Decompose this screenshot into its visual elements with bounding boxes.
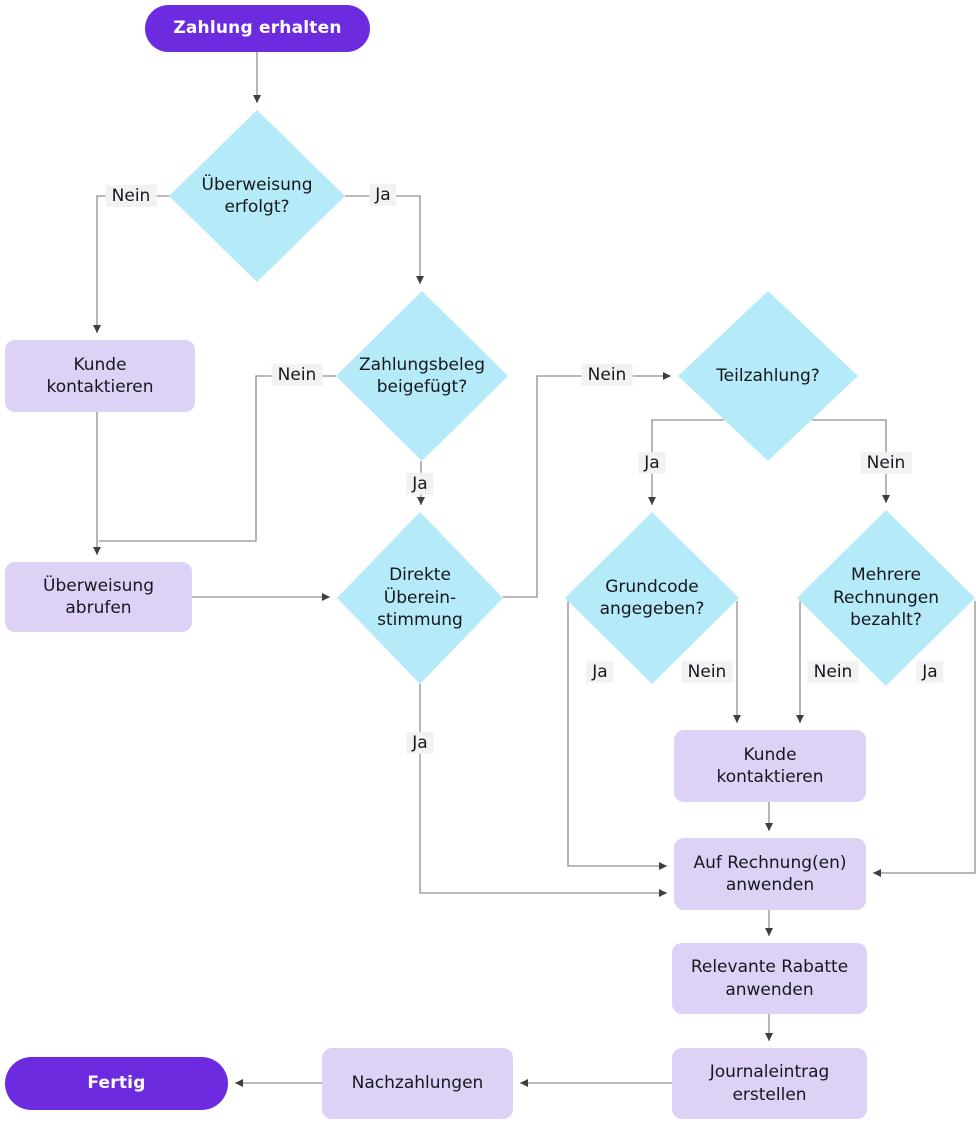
node-label: Überweisung abrufen bbox=[43, 575, 154, 618]
node-label: Fertig bbox=[87, 1073, 146, 1094]
edge-label-direkte-ja: Ja bbox=[406, 731, 434, 755]
edge-label-mehrere-nein: Nein bbox=[807, 660, 859, 684]
node-label: Kunde kontaktieren bbox=[46, 354, 154, 397]
edge-label-teilzahlung-ja: Ja bbox=[638, 451, 666, 475]
node-label: Teilzahlung? bbox=[716, 365, 820, 386]
node-label: Journaleintrag erstellen bbox=[709, 1062, 830, 1105]
edge-label-ueberweisung-ja: Ja bbox=[369, 183, 397, 207]
edge-label-zahlungsbeleg-nein: Nein bbox=[271, 363, 323, 387]
process-nachzahlungen: Nachzahlungen bbox=[322, 1048, 513, 1119]
process-auf-rechnungen-anwenden: Auf Rechnung(en) anwenden bbox=[674, 838, 866, 910]
node-label: Grundcode angegeben? bbox=[599, 576, 705, 619]
node-label: Auf Rechnung(en) anwenden bbox=[693, 852, 847, 895]
process-relevante-rabatte-anwenden: Relevante Rabatte anwenden bbox=[672, 943, 867, 1014]
edge-label-teilzahlung-nein: Nein bbox=[860, 451, 912, 475]
node-label: Kunde kontaktieren bbox=[716, 744, 824, 787]
node-label: Relevante Rabatte anwenden bbox=[690, 957, 849, 1000]
edge-label-ueberweisung-nein: Nein bbox=[105, 184, 157, 208]
node-label: Zahlungsbeleg beigefügt? bbox=[359, 354, 485, 397]
edge-label-grundcode-nein: Nein bbox=[681, 660, 733, 684]
process-ueberweisung-abrufen: Überweisung abrufen bbox=[5, 562, 192, 632]
process-journaleintrag-erstellen: Journaleintrag erstellen bbox=[672, 1048, 867, 1119]
node-label: Mehrere Rechnungen bezahlt? bbox=[833, 565, 939, 631]
end-node-fertig: Fertig bbox=[5, 1057, 228, 1110]
process-kunde-kontaktieren-1: Kunde kontaktieren bbox=[5, 340, 195, 412]
start-node-zahlung-erhalten: Zahlung erhalten bbox=[145, 5, 370, 52]
edge-label-zahlungsbeleg-ja: Ja bbox=[406, 472, 434, 496]
node-label: Nachzahlungen bbox=[351, 1073, 484, 1094]
edge-label-mehrere-ja: Ja bbox=[916, 660, 944, 684]
node-label: Zahlung erhalten bbox=[173, 18, 342, 39]
node-label: Direkte Überein- stimmung bbox=[377, 565, 463, 631]
edge-label-direkte-nein: Nein bbox=[581, 363, 633, 387]
node-label: Überweisung erfolgt? bbox=[201, 174, 313, 217]
process-kunde-kontaktieren-2: Kunde kontaktieren bbox=[674, 730, 866, 802]
edge-label-grundcode-ja: Ja bbox=[586, 660, 614, 684]
